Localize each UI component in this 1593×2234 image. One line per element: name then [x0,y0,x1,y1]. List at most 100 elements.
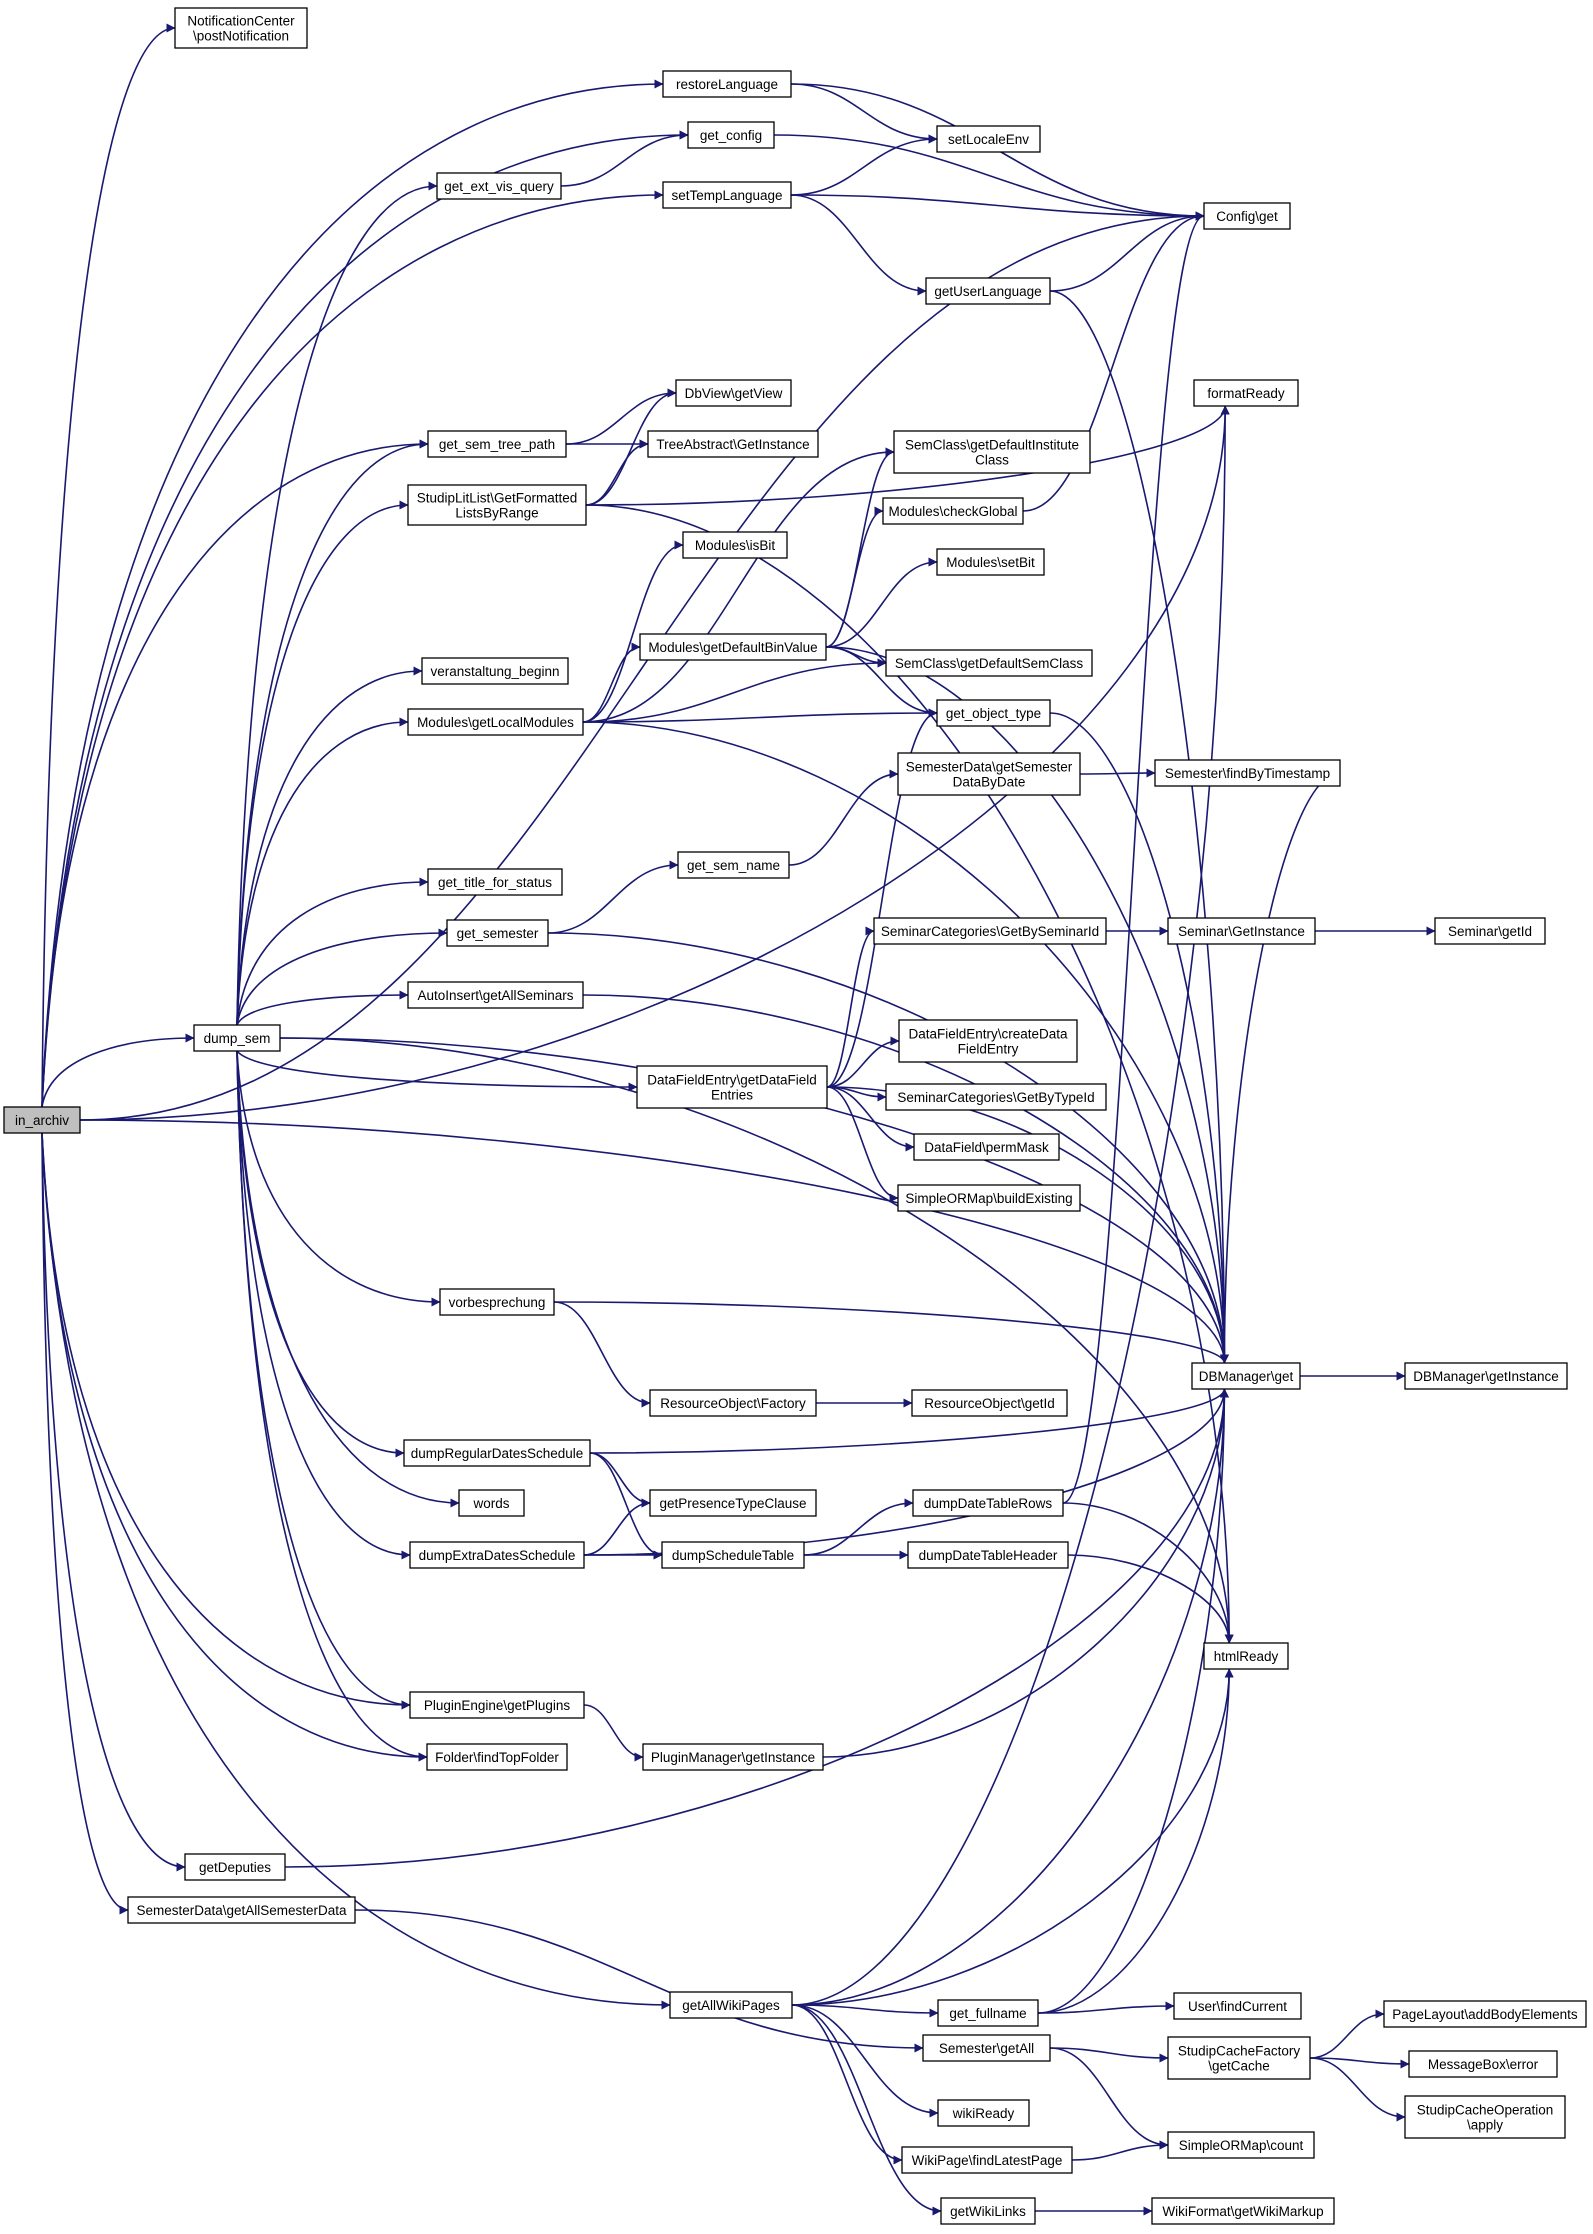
node-resource-factory[interactable]: ResourceObject\Factory [649,1389,817,1417]
call-edge [79,405,1230,1121]
call-edge [284,1388,1229,1868]
node-dumpRegular[interactable]: dumpRegularDatesSchedule [403,1439,591,1467]
node-dumpDateTableHeader[interactable]: dumpDateTableHeader [907,1541,1069,1569]
node-get-object-type[interactable]: get_object_type [936,699,1051,727]
node-resource-getid[interactable]: ResourceObject\getId [911,1389,1068,1417]
node-getPresence[interactable]: getPresenceTypeClause [649,1489,817,1517]
node-semdata-all[interactable]: SemesterData\getAllSemesterData [127,1896,356,1924]
call-edge [547,932,1229,1364]
node-folder-top[interactable]: Folder\findTopFolder [426,1743,568,1771]
node-modules-isBit[interactable]: Modules\isBit [682,531,788,559]
node-label: dumpScheduleTable [672,1548,794,1563]
node-getUserLanguage[interactable]: getUserLanguage [925,277,1051,305]
call-edge [1219,772,1341,1364]
node-label: WikiFormat\getWikiMarkup [1162,2204,1323,2219]
call-edge [585,439,649,506]
node-semester-getAll[interactable]: Semester\getAll [922,2034,1051,2062]
node-dbmanager-inst[interactable]: DBManager\getInstance [1404,1362,1568,1390]
node-modules-setBit[interactable]: Modules\setBit [936,548,1045,576]
node-label: getAllWikiPages [682,1998,780,2013]
node-label: vorbesprechung [449,1295,546,1310]
node-setTempLanguage[interactable]: setTempLanguage [662,181,792,209]
call-edge [41,1033,195,1108]
node-modules-checkGlobal[interactable]: Modules\checkGlobal [882,497,1024,525]
node-treeabstract[interactable]: TreeAbstract\GetInstance [647,430,819,458]
node-in-archiv[interactable]: in_archiv [3,1106,81,1134]
node-label: Config\get [1216,209,1278,224]
node-restoreLanguage[interactable]: restoreLanguage [662,70,792,98]
node-wikiformat[interactable]: WikiFormat\getWikiMarkup [1151,2197,1335,2225]
node-wikipage-latest[interactable]: WikiPage\findLatestPage [901,2146,1073,2174]
node-formatReady[interactable]: formatReady [1193,379,1299,407]
node-notification[interactable]: NotificationCenter\postNotification [174,7,308,49]
node-pluginmanager[interactable]: PluginManager\getInstance [642,1743,824,1771]
call-edge [589,1388,1229,1454]
call-edge [41,1132,186,1872]
node-box [912,1489,1064,1517]
node-modules-getDefaultBinValue[interactable]: Modules\getDefaultBinValue [639,633,827,661]
node-label: get_config [700,128,762,143]
node-get-semester[interactable]: get_semester [446,919,549,947]
node-dumpDateTableRows[interactable]: dumpDateTableRows [912,1489,1064,1517]
node-setLocaleEnv[interactable]: setLocaleEnv [936,125,1041,153]
call-edge [565,388,677,445]
node-get-sem-tree-path[interactable]: get_sem_tree_path [427,430,567,458]
node-cachefactory[interactable]: StudipCacheFactory\getCache [1167,2036,1311,2080]
node-seminar-getinstance[interactable]: Seminar\GetInstance [1167,917,1316,945]
node-getWikiLinks[interactable]: getWikiLinks [940,2197,1036,2225]
node-vorbesprechung[interactable]: vorbesprechung [439,1288,555,1316]
node-getAllWikiPages[interactable]: getAllWikiPages [669,1991,793,2019]
node-pagelayout[interactable]: PageLayout\addBodyElements [1383,2000,1587,2028]
node-seminarcat-bytype[interactable]: SeminarCategories\GetByTypeId [885,1083,1107,1111]
node-seminar-getid[interactable]: Seminar\getId [1434,917,1546,945]
node-box [1154,759,1341,787]
node-simpleormap-build[interactable]: SimpleORMap\buildExisting [897,1184,1081,1212]
node-seminarcat-byseminar[interactable]: SeminarCategories\GetBySeminarId [873,917,1107,945]
node-semclass-sem[interactable]: SemClass\getDefaultSemClass [885,649,1093,677]
call-edge [582,708,938,723]
node-label: in_archiv [15,1113,69,1128]
node-dbmanager-get[interactable]: DBManager\get [1191,1362,1301,1390]
node-getDeputies[interactable]: getDeputies [184,1853,286,1881]
node-label: dumpDateTableRows [924,1496,1053,1511]
node-get-ext-vis-query[interactable]: get_ext_vis_query [436,172,562,200]
node-label: veranstaltung_beginn [430,664,559,679]
node-box [642,1743,824,1771]
node-autoinsert[interactable]: AutoInsert\getAllSeminars [407,981,584,1009]
node-dumpExtra[interactable]: dumpExtraDatesSchedule [409,1541,585,1569]
node-dump-sem[interactable]: dump_sem [193,1024,281,1052]
node-box [661,1541,805,1569]
node-get-title-for-status[interactable]: get_title_for_status [427,868,563,896]
node-dumpScheduleTable[interactable]: dumpScheduleTable [661,1541,805,1569]
node-pluginengine[interactable]: PluginEngine\getPlugins [409,1691,585,1719]
call-edge [41,1132,411,1710]
node-box [1404,2095,1566,2139]
node-get-sem-name[interactable]: get_sem_name [677,851,790,879]
node-simpleormap-count[interactable]: SimpleORMap\count [1167,2131,1315,2159]
node-words[interactable]: words [458,1489,525,1517]
node-get-fullname[interactable]: get_fullname [937,1999,1039,2027]
node-dbview-getView[interactable]: DbView\getView [675,379,792,407]
node-user-findCurrent[interactable]: User\findCurrent [1173,1992,1302,2020]
node-cacheop[interactable]: StudipCacheOperation\apply [1404,2095,1566,2139]
node-veranstaltung-beginn[interactable]: veranstaltung_beginn [421,657,569,685]
node-modules-getLocalModules[interactable]: Modules\getLocalModules [407,708,584,736]
node-messagebox[interactable]: MessageBox\error [1408,2050,1558,2078]
call-edge [788,769,899,866]
node-datafield-perm[interactable]: DataField\permMask [913,1133,1060,1161]
node-label: SimpleORMap\count [1179,2138,1304,2153]
node-get-config[interactable]: get_config [687,121,775,149]
node-semester-findByTimestamp[interactable]: Semester\findByTimestamp [1154,759,1341,787]
node-box [409,1541,585,1569]
node-label: SemClass\getDefaultSemClass [895,656,1084,671]
node-htmlReady[interactable]: htmlReady [1203,1642,1289,1670]
node-label: PluginManager\getInstance [651,1750,815,1765]
node-config-get[interactable]: Config\get [1203,202,1291,230]
node-wikiReady[interactable]: wikiReady [937,2099,1030,2127]
node-label: DataByDate [953,775,1026,790]
